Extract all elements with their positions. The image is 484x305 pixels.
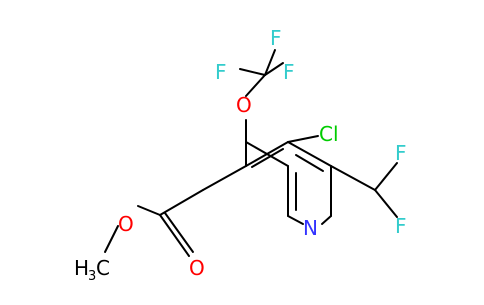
fluorine-label: F <box>395 141 407 165</box>
bond <box>374 162 398 191</box>
fluorine-label: F <box>283 60 295 84</box>
fluorine-label: F <box>270 26 282 50</box>
bond <box>287 215 304 225</box>
chlorine-label: Cl <box>319 122 339 146</box>
bond <box>245 74 266 97</box>
oxygen-carbonyl-label: O <box>189 256 205 280</box>
bond-double <box>164 212 194 253</box>
bond <box>264 62 284 76</box>
bond <box>245 141 289 167</box>
fluorine-label: F <box>395 214 407 238</box>
bond <box>159 189 204 216</box>
methyl-h-label: H <box>74 256 89 280</box>
bond <box>137 205 161 216</box>
bond <box>287 135 319 143</box>
bond <box>104 225 119 253</box>
bond <box>202 165 247 191</box>
bond <box>374 189 398 218</box>
bond-double <box>251 148 284 168</box>
oxygen-ester-label: O <box>118 212 134 236</box>
methyl-c-label: C <box>96 256 110 280</box>
bond <box>239 68 266 76</box>
nitrogen-label: N <box>303 216 318 240</box>
bond-double <box>295 154 324 172</box>
bond <box>330 165 376 191</box>
bond <box>264 49 276 76</box>
bond <box>287 141 332 167</box>
bond <box>321 215 332 225</box>
oxygen-ether-label: O <box>236 93 252 117</box>
methyl-subscript: 3 <box>88 269 96 284</box>
bonds <box>104 49 398 257</box>
fluorine-label: F <box>215 60 227 84</box>
bond <box>159 214 190 257</box>
